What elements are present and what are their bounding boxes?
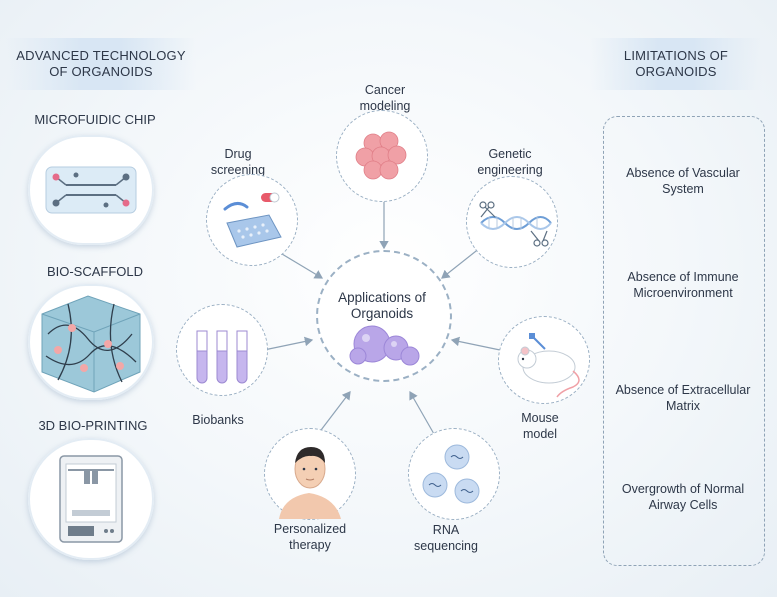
label-drug-line2: screening [210,163,266,177]
bio-printing-circle [28,438,154,560]
limitation-matrix: Absence of Extracellular Matrix [603,382,763,414]
label-genetic-line1: Genetic [488,147,532,161]
limitations-box [603,116,765,566]
tech-label-bioprinting: 3D BIO-PRINTING [38,418,148,433]
left-header-line1: ADVANCED TECHNOLOGY [16,48,186,63]
left-header: ADVANCED TECHNOLOGY OF ORGANOIDS [6,38,196,90]
limitation-matrix-line1: Absence of Extracellular [615,383,751,397]
limitation-vascular: Absence of Vascular System [603,165,763,197]
arrow-rna [409,390,435,435]
limitation-airway: Overgrowth of Normal Airway Cells [603,481,763,513]
biobanks-circle [176,304,268,396]
label-rna-line1: RNA [432,523,460,537]
center-title-line1: Applications of [338,290,426,305]
tech-label-microfluidic: MICROFUIDIC CHIP [34,112,156,127]
limitation-vascular-line1: Absence of Vascular [626,166,740,180]
well-plate-icon [223,192,282,248]
limitation-immune-line2: Microenvironment [633,286,733,300]
label-drug-line1: Drug [224,147,252,161]
personalized-therapy-circle [264,428,356,520]
label-cancer-line1: Cancer [364,83,406,97]
rna-sequencing-circle [408,428,500,520]
dna-scissors-icon [479,201,552,247]
limitation-airway-line1: Overgrowth of Normal [621,482,745,496]
limitation-immune-line1: Absence of Immune [627,270,739,284]
right-header-line1: LIMITATIONS OF [623,48,729,63]
mouse-model-circle [498,316,590,404]
arrow-mouse [450,336,501,351]
tech-label-bioscaffold: BIO-SCAFFOLD [46,264,144,279]
label-drug-screening: Drug screening [200,146,276,178]
right-header-line2: ORGANOIDS [635,64,717,79]
microfluidic-chip-circle [28,135,154,245]
label-personalized-line2: therapy [289,538,331,552]
label-personalized-therapy: Personalized therapy [260,521,360,553]
genetic-engineering-circle [466,176,558,268]
label-genetic-engineering: Genetic engineering [460,146,560,178]
bio-printer-icon [59,455,123,543]
cancer-modeling-circle [336,110,428,202]
center-title: Applications of Organoids [324,290,440,322]
patient-face-icon [279,447,341,519]
label-genetic-line2: engineering [477,163,543,177]
limitation-airway-line2: Airway Cells [648,498,718,512]
left-header-line2: OF ORGANOIDS [49,64,153,79]
drug-screening-circle [206,174,298,266]
label-rna-sequencing: RNA sequencing [408,522,484,554]
label-rna-line2: sequencing [414,539,478,553]
label-biobanks: Biobanks [192,413,244,427]
bio-scaffold-icon [41,295,141,393]
label-cancer-modeling: Cancer modeling [330,82,440,114]
bio-scaffold-circle [28,284,154,400]
rna-droplets-icon [422,444,480,504]
arrow-personalized [317,391,351,435]
center-circle [316,250,452,382]
microfluidic-chip-icon [45,166,137,214]
limitation-vascular-line2: System [662,182,704,196]
center-title-line2: Organoids [350,306,414,321]
label-cancer-line2: modeling [359,99,411,113]
mouse-icon [517,333,580,398]
limitation-immune: Absence of Immune Microenvironment [603,269,763,301]
right-header: LIMITATIONS OF ORGANOIDS [590,38,762,90]
test-tubes-icon [196,330,248,384]
limitation-matrix-line2: Matrix [665,399,701,413]
label-mouse-model: Mouse model [502,410,578,442]
arrow-biobanks [263,336,314,351]
tumor-cluster-icon [355,131,407,180]
organoid-icon [349,325,420,366]
label-mouse-line2: model [522,427,558,441]
label-personalized-line1: Personalized [273,522,347,536]
label-mouse-line1: Mouse [521,411,559,425]
